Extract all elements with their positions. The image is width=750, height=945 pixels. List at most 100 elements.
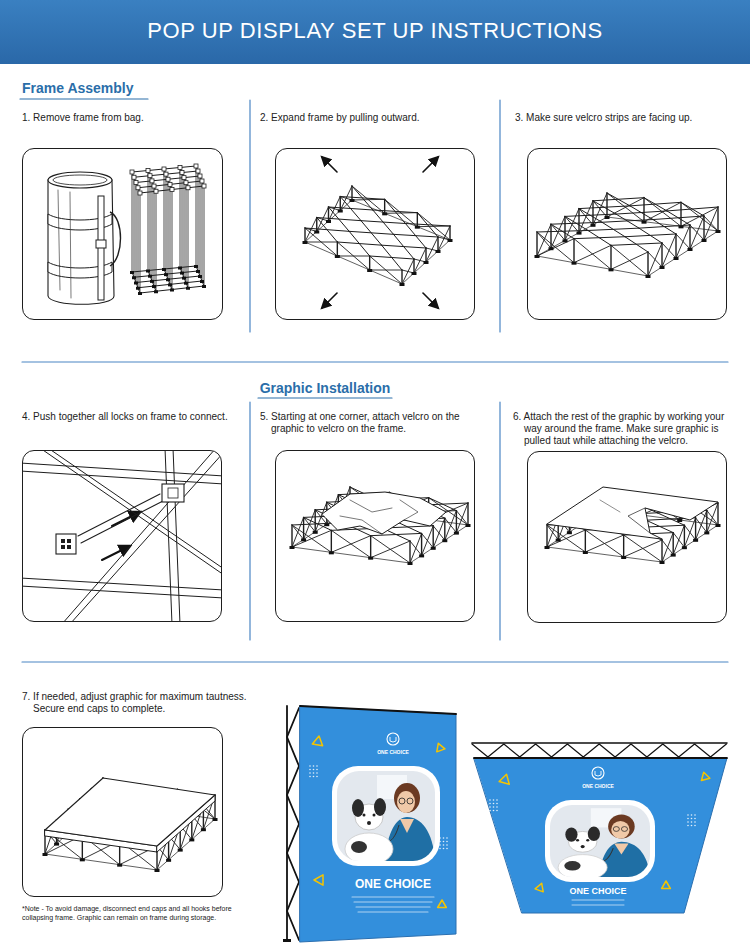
banner-display-curved [687, 814, 689, 816]
illustration-panel [527, 451, 727, 623]
frame-with-graphic [292, 525, 331, 552]
section-heading: Graphic Installation [235, 380, 415, 397]
folded-frame [200, 179, 204, 183]
folded-frame [202, 184, 206, 188]
expanding-frame [329, 207, 350, 231]
open-frame [676, 225, 690, 258]
expanding-frame [400, 283, 405, 286]
carry-bag [96, 240, 106, 248]
banner-display-curved [474, 758, 727, 913]
banner-display-flat [316, 769, 318, 771]
banner-display-flat [316, 765, 318, 767]
expanding-frame [328, 207, 329, 221]
banner-display-flat [316, 776, 318, 778]
banner-display-curved [614, 843, 628, 854]
open-frame [653, 220, 676, 234]
banner-display-flat [390, 737, 396, 742]
folded-frame [196, 166, 204, 186]
frame-with-graphic [313, 531, 318, 534]
brand-logo-text: ONE CHOICE [363, 749, 423, 755]
folded-frame [138, 281, 202, 288]
open-frame [577, 232, 582, 235]
folded-frame [152, 181, 153, 281]
banner-display-curved [493, 806, 495, 808]
frame-with-graphic [677, 519, 682, 522]
folded-frame [166, 174, 167, 274]
carry-bag [110, 212, 121, 266]
open-frame [611, 245, 648, 276]
folded-frame [152, 285, 156, 288]
folded-frame [140, 286, 204, 293]
frame-with-graphic [433, 526, 445, 540]
folded-frame [148, 174, 152, 178]
folded-frame [170, 289, 174, 292]
frame-with-graphic [646, 520, 673, 532]
banner-display-flat [354, 901, 432, 902]
frame-with-graphic [431, 547, 436, 550]
frame-with-graphic [322, 492, 446, 534]
expanding-frame [317, 218, 338, 243]
folded-frame [136, 276, 200, 283]
banner-display-flat [374, 798, 386, 816]
folded-frame [184, 181, 188, 185]
folded-frame [164, 273, 168, 276]
expanding-frame [437, 237, 438, 251]
folded-frame [134, 177, 135, 277]
lock-closeup [168, 488, 178, 498]
open-frame [630, 206, 653, 220]
frame-with-graphic [706, 510, 707, 532]
banner-display-flat [309, 769, 311, 771]
lock-closeup [165, 451, 172, 621]
brand-logo-text: ONE CHOICE [568, 783, 628, 789]
illustration-panel [22, 450, 222, 622]
banner-display-curved [535, 882, 546, 892]
frame-with-graphic [556, 539, 561, 542]
frame-with-graphic [410, 541, 422, 555]
step-panel: 6. Attach the rest of the graphic by wor… [513, 411, 735, 623]
expanding-frame [369, 256, 370, 270]
folded-frame [136, 176, 200, 183]
frame-with-graphic [662, 533, 673, 562]
expanding-frame [417, 213, 438, 237]
banner-display-flat [400, 819, 414, 833]
banner-display-flat [446, 837, 448, 839]
frame-with-graphic [445, 518, 457, 532]
banner-display-flat [373, 814, 376, 817]
frame-with-graphic [291, 525, 292, 547]
frame-with-graphic [408, 562, 413, 565]
step-panel: 1. Remove frame from bag. [22, 112, 237, 320]
lock-closeup [173, 451, 180, 621]
divider-line [499, 402, 500, 640]
open-frame [537, 232, 574, 263]
open-frame [689, 225, 690, 249]
folded-frame [138, 188, 139, 288]
finished-frame [43, 853, 48, 856]
frame-with-graphic [370, 536, 371, 558]
carry-bag [48, 172, 112, 188]
expanding-frame [337, 256, 369, 270]
frame-with-graphic [547, 547, 585, 552]
frame-with-graphic [290, 487, 471, 565]
banner-display-flat [309, 765, 311, 767]
frame-with-graphic [671, 554, 676, 557]
banner-display-flat [446, 844, 448, 846]
expanding-frame [352, 200, 385, 213]
frame-with-graphic [445, 511, 457, 541]
direction-arrow [423, 157, 438, 172]
step-instruction: 4. Push together all locks on frame to c… [22, 411, 247, 423]
frame-with-graphic [371, 558, 410, 563]
folded-frame [188, 188, 189, 288]
carry-bag [53, 175, 107, 185]
finished-frame [117, 864, 122, 867]
banner-display-flat [443, 848, 445, 850]
direction-arrow [322, 293, 337, 308]
finished-frame [45, 854, 82, 859]
folded-frame [204, 186, 205, 286]
banner-display-flat [443, 841, 445, 843]
folded-frame [200, 176, 201, 276]
expanding-frame [382, 212, 387, 215]
open-frame [549, 247, 554, 250]
expanding-frame [367, 269, 372, 272]
open-frame [667, 211, 690, 225]
frame-with-graphic [662, 540, 673, 555]
